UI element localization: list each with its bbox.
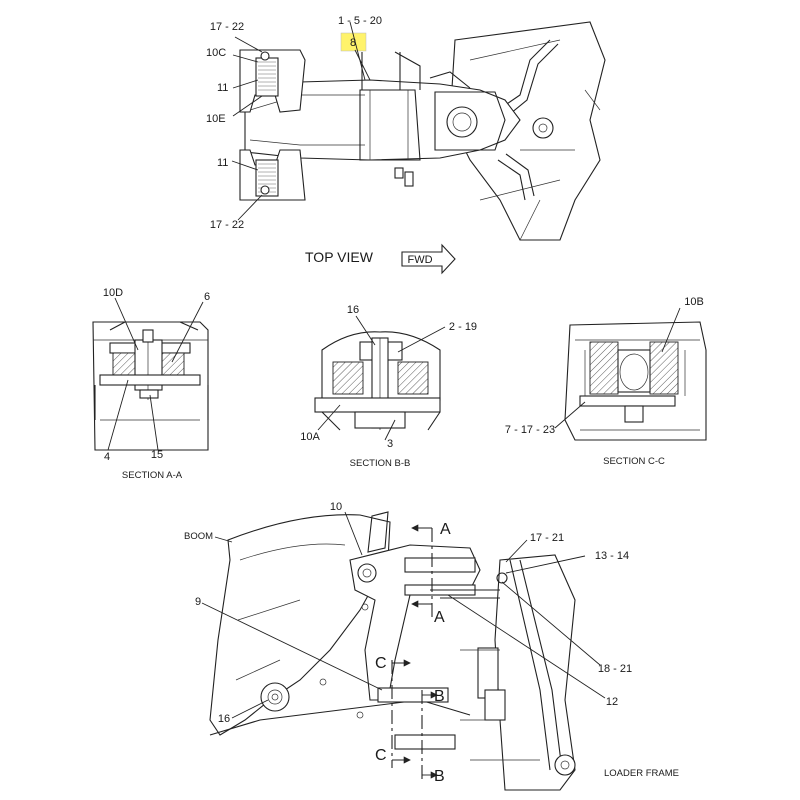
- label-loader-frame: LOADER FRAME: [604, 768, 679, 779]
- cut-b-top: B: [434, 688, 445, 705]
- label-4: 4: [104, 451, 110, 463]
- cut-line-a: A A: [411, 521, 451, 626]
- cut-b-bottom: B: [434, 768, 445, 785]
- fwd-label: FWD: [407, 254, 432, 266]
- label-3: 3: [387, 438, 393, 450]
- label-10a: 10A: [300, 431, 320, 443]
- loader-frame: [460, 554, 576, 791]
- top-view: 17 - 22 1 - 5 - 20 8 10C 11 10E 11 17 - …: [206, 15, 606, 275]
- label-1-5-20: 1 - 5 - 20: [338, 15, 382, 27]
- label-10c: 10C: [206, 47, 226, 59]
- label-17-22-top: 17 - 22: [210, 21, 244, 33]
- cut-a-bottom: A: [434, 609, 445, 626]
- section-c-c-title: SECTION C-C: [603, 456, 665, 467]
- label-7-17-23: 7 - 17 - 23: [505, 424, 555, 436]
- label-17-21: 17 - 21: [530, 532, 564, 544]
- link-10: [349, 511, 481, 701]
- fwd-arrow-icon: FWD: [401, 243, 456, 275]
- label-15: 15: [151, 449, 163, 461]
- label-11-bottom: 11: [217, 157, 228, 169]
- label-16-section: 16: [347, 304, 359, 316]
- label-11-top: 11: [217, 82, 228, 94]
- label-10: 10: [330, 501, 342, 513]
- section-b-b: 16 2 - 19 10A 3 SECTION B-B: [300, 304, 477, 469]
- label-boom: BOOM: [184, 531, 213, 542]
- callout-8-highlight: [340, 32, 367, 52]
- label-13-14: 13 - 14: [595, 550, 629, 562]
- boom: [209, 514, 471, 736]
- label-8: 8: [350, 37, 356, 49]
- cut-line-b: B B: [421, 688, 445, 785]
- section-b-b-title: SECTION B-B: [350, 458, 411, 469]
- label-6: 6: [204, 291, 210, 303]
- rods: [377, 572, 508, 750]
- label-17-22-bottom: 17 - 22: [210, 219, 244, 231]
- label-10d: 10D: [103, 287, 123, 299]
- top-view-title: TOP VIEW: [305, 249, 374, 265]
- label-18-21: 18 - 21: [598, 663, 632, 675]
- label-10b: 10B: [684, 296, 704, 308]
- side-view: A A B B C C BOOM 10 17 - 21 13 - 14: [184, 501, 679, 791]
- top-view-link-assembly: [239, 49, 521, 201]
- cut-c-top: C: [375, 655, 387, 672]
- section-a-a-title: SECTION A-A: [122, 470, 183, 481]
- cut-line-c: C C: [375, 655, 411, 768]
- top-view-loader-frame: [449, 21, 606, 241]
- cut-c-bottom: C: [375, 747, 387, 764]
- label-10e: 10E: [206, 113, 226, 125]
- label-16-side: 16: [218, 713, 230, 725]
- label-9: 9: [195, 596, 201, 608]
- label-12: 12: [606, 696, 618, 708]
- label-2-19: 2 - 19: [449, 321, 477, 333]
- section-a-a: 10D 6 4 15 SECTION A-A: [92, 287, 210, 481]
- cut-a-top: A: [440, 521, 451, 538]
- section-c-c: 10B 7 - 17 - 23 SECTION C-C: [505, 296, 707, 467]
